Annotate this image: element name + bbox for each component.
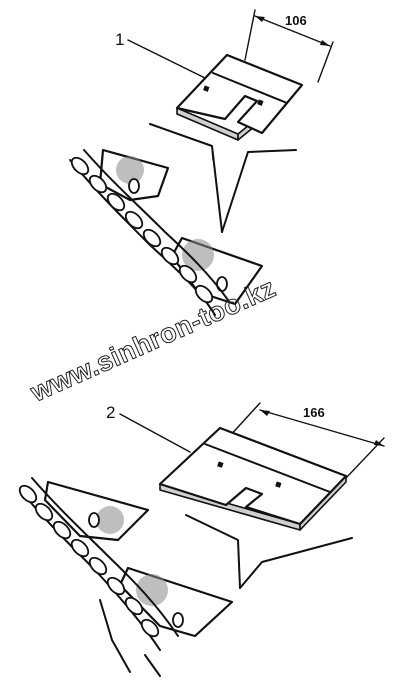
slotted-plate-2: [158, 426, 348, 531]
chain-assembly-1: [69, 148, 264, 316]
assembly-2: 2 166: [18, 402, 385, 677]
dimension-106: 106: [244, 9, 334, 83]
slotted-plate-1: [175, 53, 304, 141]
callout-number-1: 1: [115, 30, 124, 49]
pointer-lines-2: [185, 514, 353, 589]
watermark-text: www.sinhron-too.kz: [25, 272, 280, 407]
pointer-lines-1: [149, 123, 297, 233]
leader-line-2: [119, 413, 191, 453]
dimension-label-166: 166: [303, 405, 325, 420]
dimension-label-106: 106: [285, 13, 307, 28]
chain-assembly-2: [18, 477, 234, 677]
callout-number-2: 2: [106, 403, 115, 422]
assembly-1: 1 106: [69, 9, 334, 316]
leader-line-1: [127, 39, 206, 79]
